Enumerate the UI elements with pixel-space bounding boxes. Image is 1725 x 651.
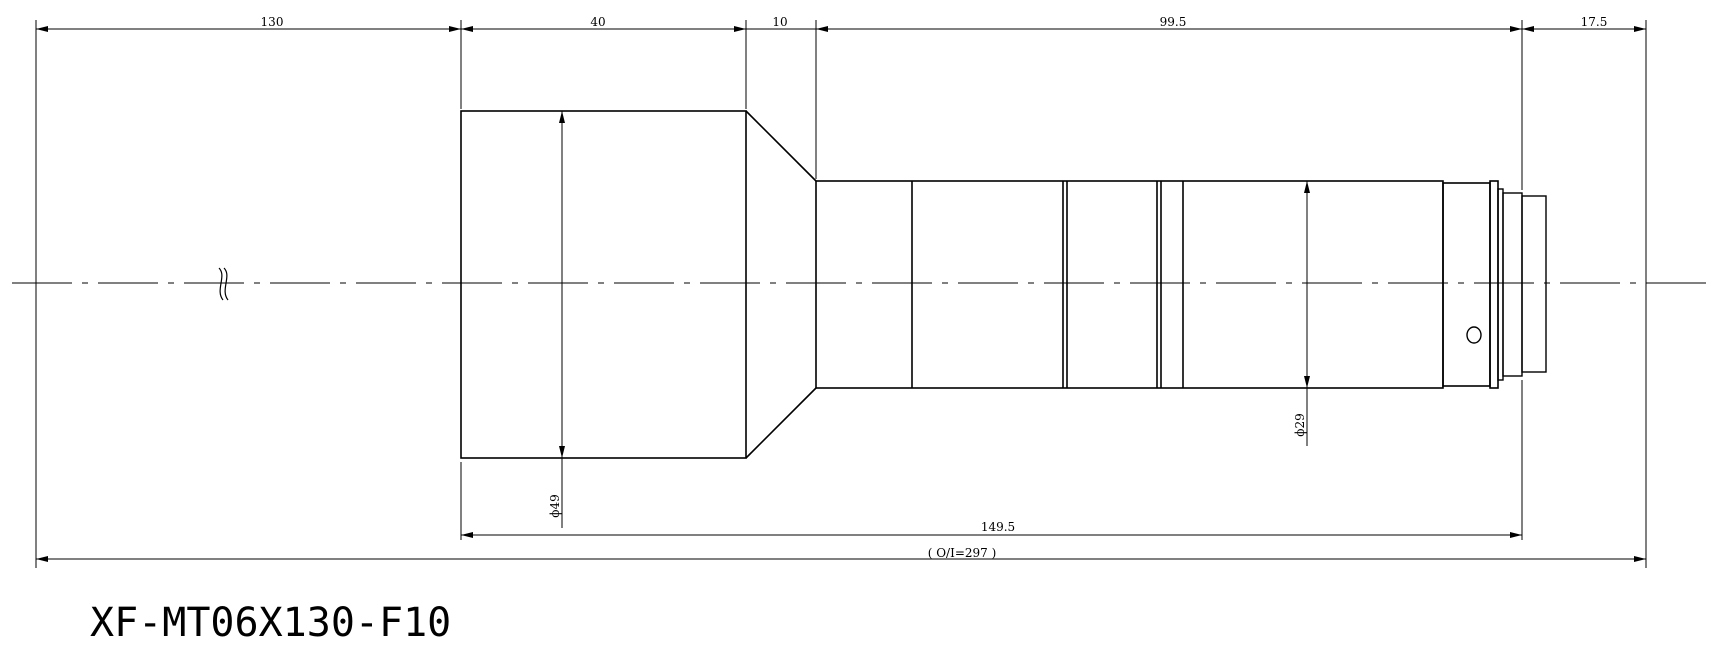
dimension-barrel-diameter: ϕ29 bbox=[1293, 181, 1310, 446]
dimension-barrel-length: 99.5 bbox=[816, 15, 1522, 32]
mount-ring-2 bbox=[1502, 192, 1523, 377]
dim-label-17-5: 17.5 bbox=[1581, 15, 1608, 29]
dimension-front-length: 40 bbox=[461, 15, 746, 32]
dim-label-99-5: 99.5 bbox=[1160, 15, 1187, 29]
dimension-mount-length: 17.5 bbox=[1522, 15, 1646, 32]
dim-label-phi49: ϕ49 bbox=[548, 494, 562, 517]
model-title: XF-MT06X130-F10 bbox=[90, 600, 451, 646]
mount-thread bbox=[1521, 195, 1547, 373]
front-cylinder bbox=[460, 110, 747, 459]
dim-label-total: ( O/I=297 ) bbox=[928, 546, 997, 560]
dimension-front-diameter: ϕ49 bbox=[548, 111, 565, 528]
dim-label-149-5: 149.5 bbox=[981, 520, 1015, 534]
dim-label-130: 130 bbox=[261, 15, 284, 29]
dimension-working-distance: 130 bbox=[36, 15, 461, 32]
break-symbol bbox=[218, 267, 229, 301]
dimension-taper-length: 10 bbox=[746, 15, 816, 30]
taper-top bbox=[745, 110, 817, 182]
lens-outline bbox=[460, 110, 1547, 459]
screw-hole bbox=[1466, 326, 1482, 344]
dim-label-10: 10 bbox=[772, 15, 787, 29]
extension-lines bbox=[35, 20, 1647, 568]
dim-label-40: 40 bbox=[590, 15, 605, 29]
mount-flange bbox=[1489, 180, 1499, 389]
dimension-total-length: ( O/I=297 ) bbox=[36, 546, 1646, 562]
dim-label-phi29: ϕ29 bbox=[1293, 413, 1307, 436]
taper-bottom bbox=[745, 387, 817, 459]
rear-section bbox=[1442, 182, 1491, 387]
dimension-body-length: 149.5 bbox=[461, 520, 1522, 538]
barrel bbox=[815, 180, 1444, 389]
